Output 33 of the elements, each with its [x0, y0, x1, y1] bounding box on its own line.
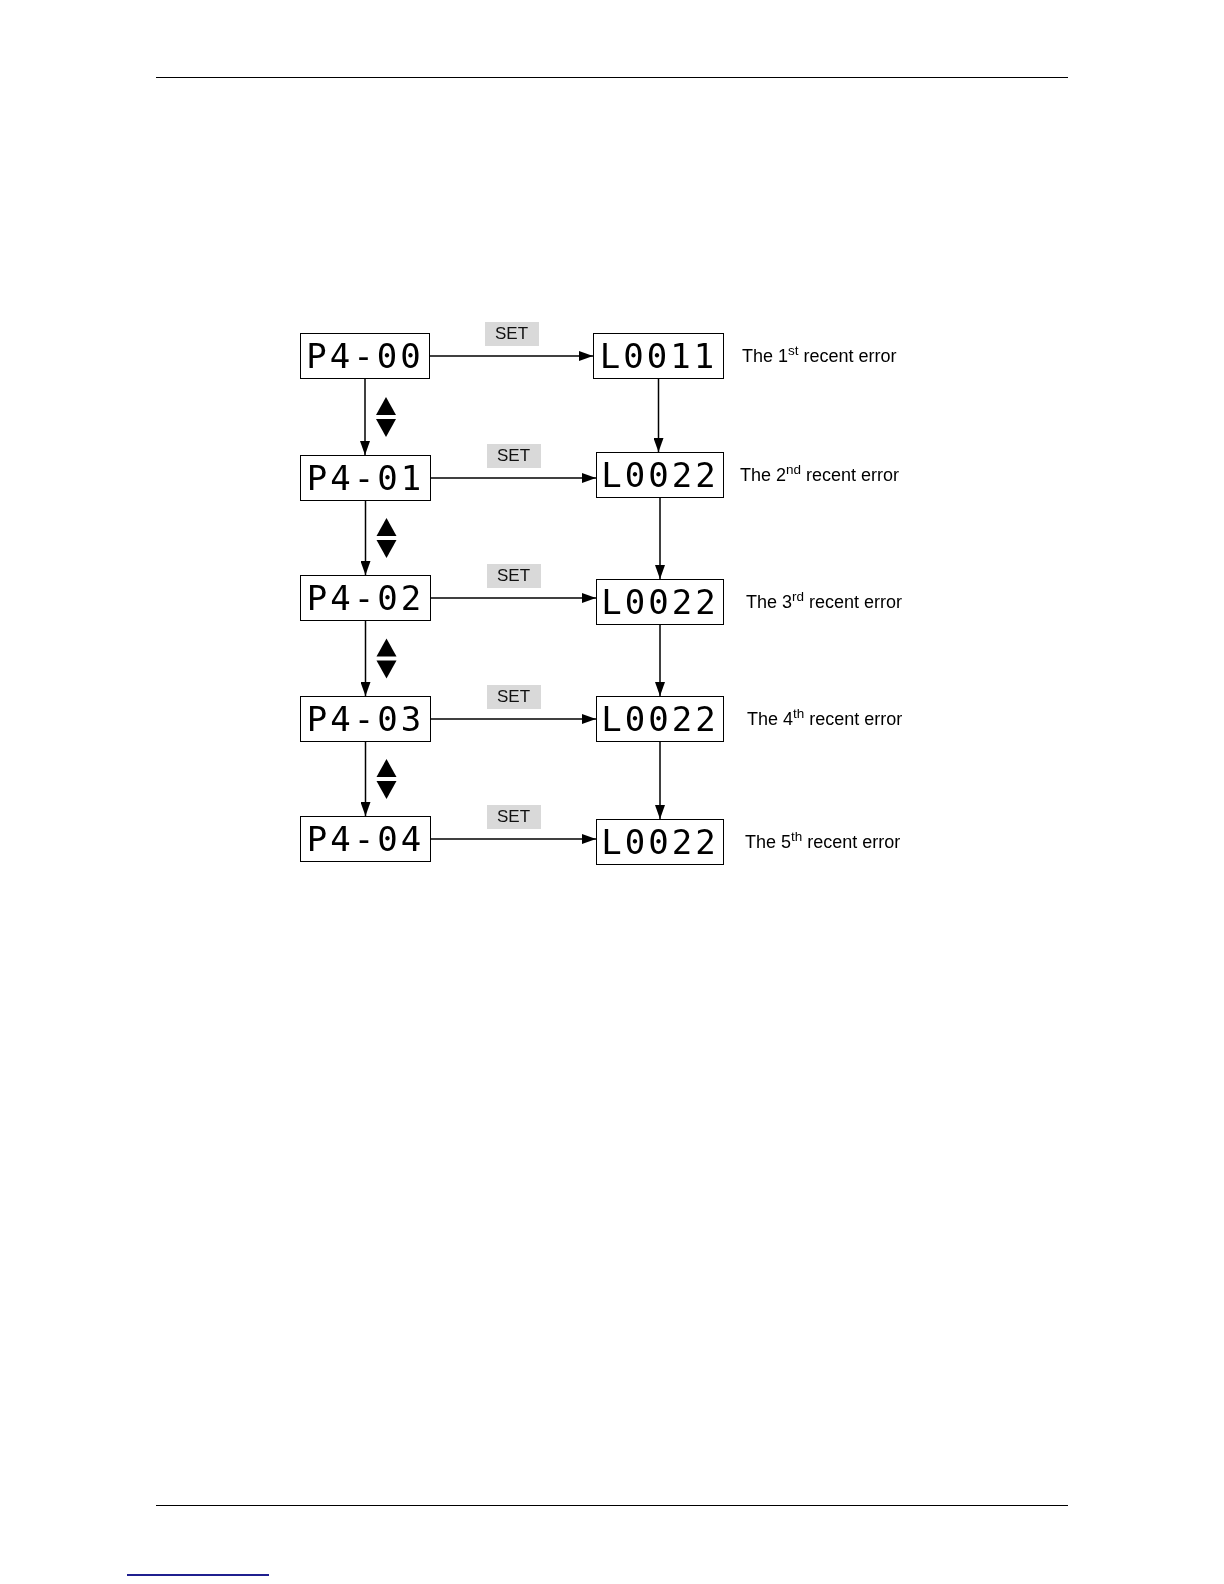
seven-segment-display: L0022	[596, 452, 724, 498]
arrow	[430, 714, 597, 724]
arrow	[430, 834, 597, 844]
arrow	[430, 593, 597, 603]
seven-segment-display: L0022	[596, 819, 724, 865]
seven-segment-display: L0011	[593, 333, 724, 379]
arrow	[655, 741, 665, 820]
caption-text: The 5$^{th}$ recent error	[745, 831, 901, 853]
caption-text: The 2$^{nd}$ recent error	[740, 464, 900, 486]
arrow	[360, 378, 370, 456]
arrow	[429, 351, 594, 361]
seven-segment-display: P4-04	[300, 816, 431, 862]
seven-segment-display: P4-02	[300, 575, 431, 621]
seven-segment-display: P4-01	[300, 455, 431, 501]
arrow	[430, 473, 597, 483]
seven-segment-display: L0022	[596, 579, 724, 625]
set-key-label: SET	[484, 322, 539, 346]
arrow	[360, 741, 371, 817]
caption-text: The 1$^{st}$ recent error	[742, 345, 897, 367]
arrow	[360, 500, 371, 576]
seven-segment-display: L0022	[596, 696, 724, 742]
caption-text: The 4$^{th}$ recent error	[747, 708, 903, 730]
arrow	[653, 378, 664, 453]
set-key-label: SET	[486, 564, 541, 588]
set-key-label: SET	[486, 805, 541, 829]
set-key-label: SET	[486, 444, 541, 468]
seven-segment-display: P4-00	[300, 333, 430, 379]
caption-text: The 3$^{rd}$ recent error	[746, 591, 903, 613]
arrow	[655, 624, 665, 697]
arrow	[360, 620, 371, 697]
arrow	[655, 497, 665, 580]
set-key-label: SET	[486, 685, 541, 709]
seven-segment-display: P4-03	[300, 696, 431, 742]
